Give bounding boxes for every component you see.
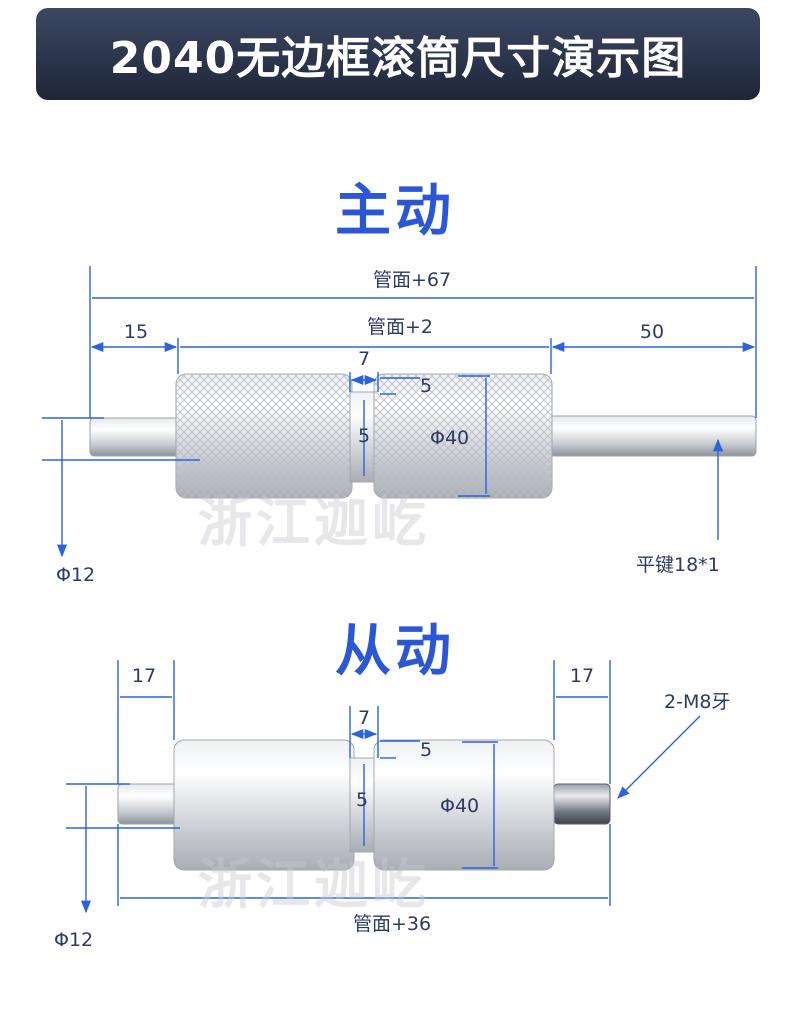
driven-diameter-label: Φ40	[440, 795, 479, 817]
drive-left-shaft-length-label: 15	[124, 321, 148, 343]
driven-left-shaft-length-label: 17	[132, 665, 156, 687]
drive-key-label: 平键18*1	[636, 554, 720, 576]
drive-groove-depth2-label: 5	[358, 425, 370, 447]
driven-groove-depth2-label: 5	[356, 789, 368, 811]
drive-groove-width-label: 7	[358, 348, 370, 370]
drive-left-shaft	[89, 417, 183, 457]
driven-shaft-diameter-label: Φ12	[54, 929, 93, 951]
drive-roller-title: 主动	[335, 179, 455, 244]
driven-thread-label: 2-M8牙	[664, 691, 730, 713]
driven-left-shaft	[117, 783, 179, 825]
drive-watermark: 浙江迦屹	[198, 490, 430, 554]
driven-right-shaft-length-label: 17	[570, 665, 594, 687]
driven-total-length-label: 管面+36	[353, 913, 431, 935]
drive-tube-length-label: 管面+2	[367, 316, 433, 338]
driven-groove-width-label: 7	[358, 707, 370, 729]
drive-roller-part	[89, 373, 757, 499]
drive-total-length-label: 管面+67	[373, 269, 451, 291]
driven-right-shaft	[553, 783, 611, 825]
driven-dimension-lines	[66, 660, 701, 914]
driven-tube-right	[373, 739, 555, 871]
page-title: 2040无边框滚筒尺寸演示图	[109, 33, 687, 84]
driven-groove-depth-label: 5	[420, 739, 432, 761]
driven-roller-part	[117, 739, 611, 871]
driven-watermark: 浙江迦屹	[198, 852, 430, 916]
drive-right-shaft	[547, 415, 757, 457]
drive-groove-depth-label: 5	[420, 375, 432, 397]
drive-shaft-diameter-label: Φ12	[56, 564, 95, 586]
driven-roller-title: 从动	[335, 619, 455, 684]
drive-diameter-label: Φ40	[430, 427, 469, 449]
drive-dimension-lines	[42, 266, 757, 558]
drive-right-shaft-length-label: 50	[640, 321, 664, 343]
title-banner: 2040无边框滚筒尺寸演示图	[36, 8, 760, 100]
